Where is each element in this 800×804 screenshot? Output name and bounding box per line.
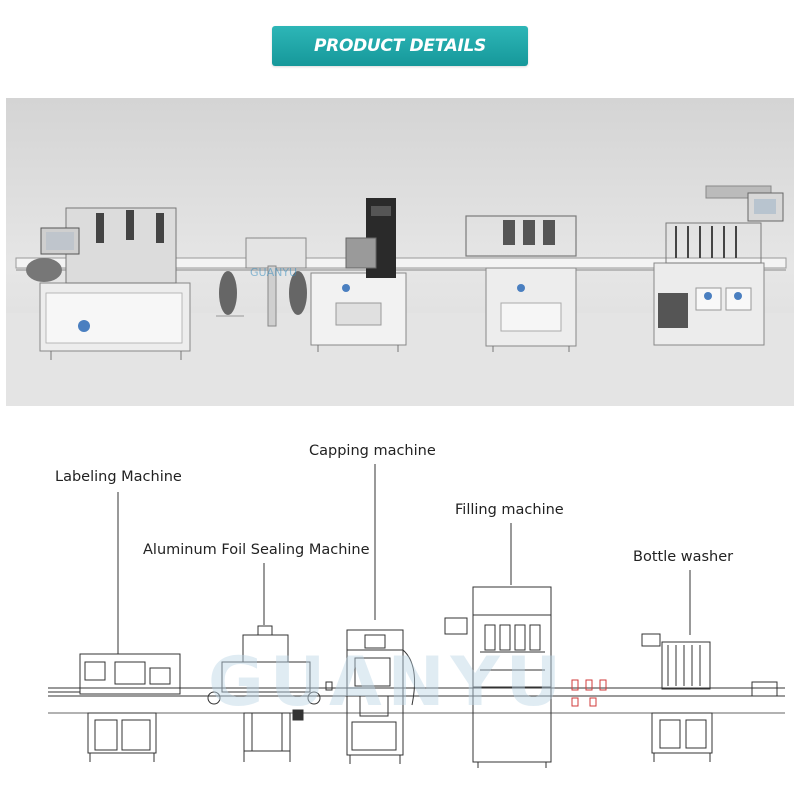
diagram-capping-machine <box>346 629 415 764</box>
diagram-sealing-machine <box>207 625 333 762</box>
diagram-brand-watermark: GUANYU <box>208 643 567 722</box>
production-line-diagram: GUANYU Labeling Machine Aluminum Foil Se… <box>0 430 800 800</box>
photo-brand-watermark: GUANYU <box>250 266 297 279</box>
label-aluminum-foil-sealing-machine: Aluminum Foil Sealing Machine <box>143 542 370 558</box>
photo-bottle-washer <box>653 185 784 346</box>
photo-foil-sealer <box>216 237 307 327</box>
label-capping-machine: Capping machine <box>309 443 436 459</box>
photo-capping-machine <box>310 198 407 352</box>
diagram-labeling-machine <box>48 653 181 762</box>
product-details-header: PRODUCT DETAILS <box>272 26 528 66</box>
photo-filling-machine <box>465 215 577 352</box>
label-labeling-machine: Labeling Machine <box>55 469 182 485</box>
diagram-bottles <box>571 679 607 707</box>
diagram-bottle-washer <box>641 633 778 762</box>
production-line-photo: GUANYU <box>6 98 794 406</box>
header-title: PRODUCT DETAILS <box>314 36 486 56</box>
diagram-filling-machine <box>444 586 552 768</box>
photo-labeling-machine <box>26 207 191 360</box>
production-line-render: GUANYU <box>6 185 794 406</box>
label-bottle-washer: Bottle washer <box>633 549 734 565</box>
label-filling-machine: Filling machine <box>455 502 564 518</box>
diagram-line-art: GUANYU <box>48 464 785 768</box>
